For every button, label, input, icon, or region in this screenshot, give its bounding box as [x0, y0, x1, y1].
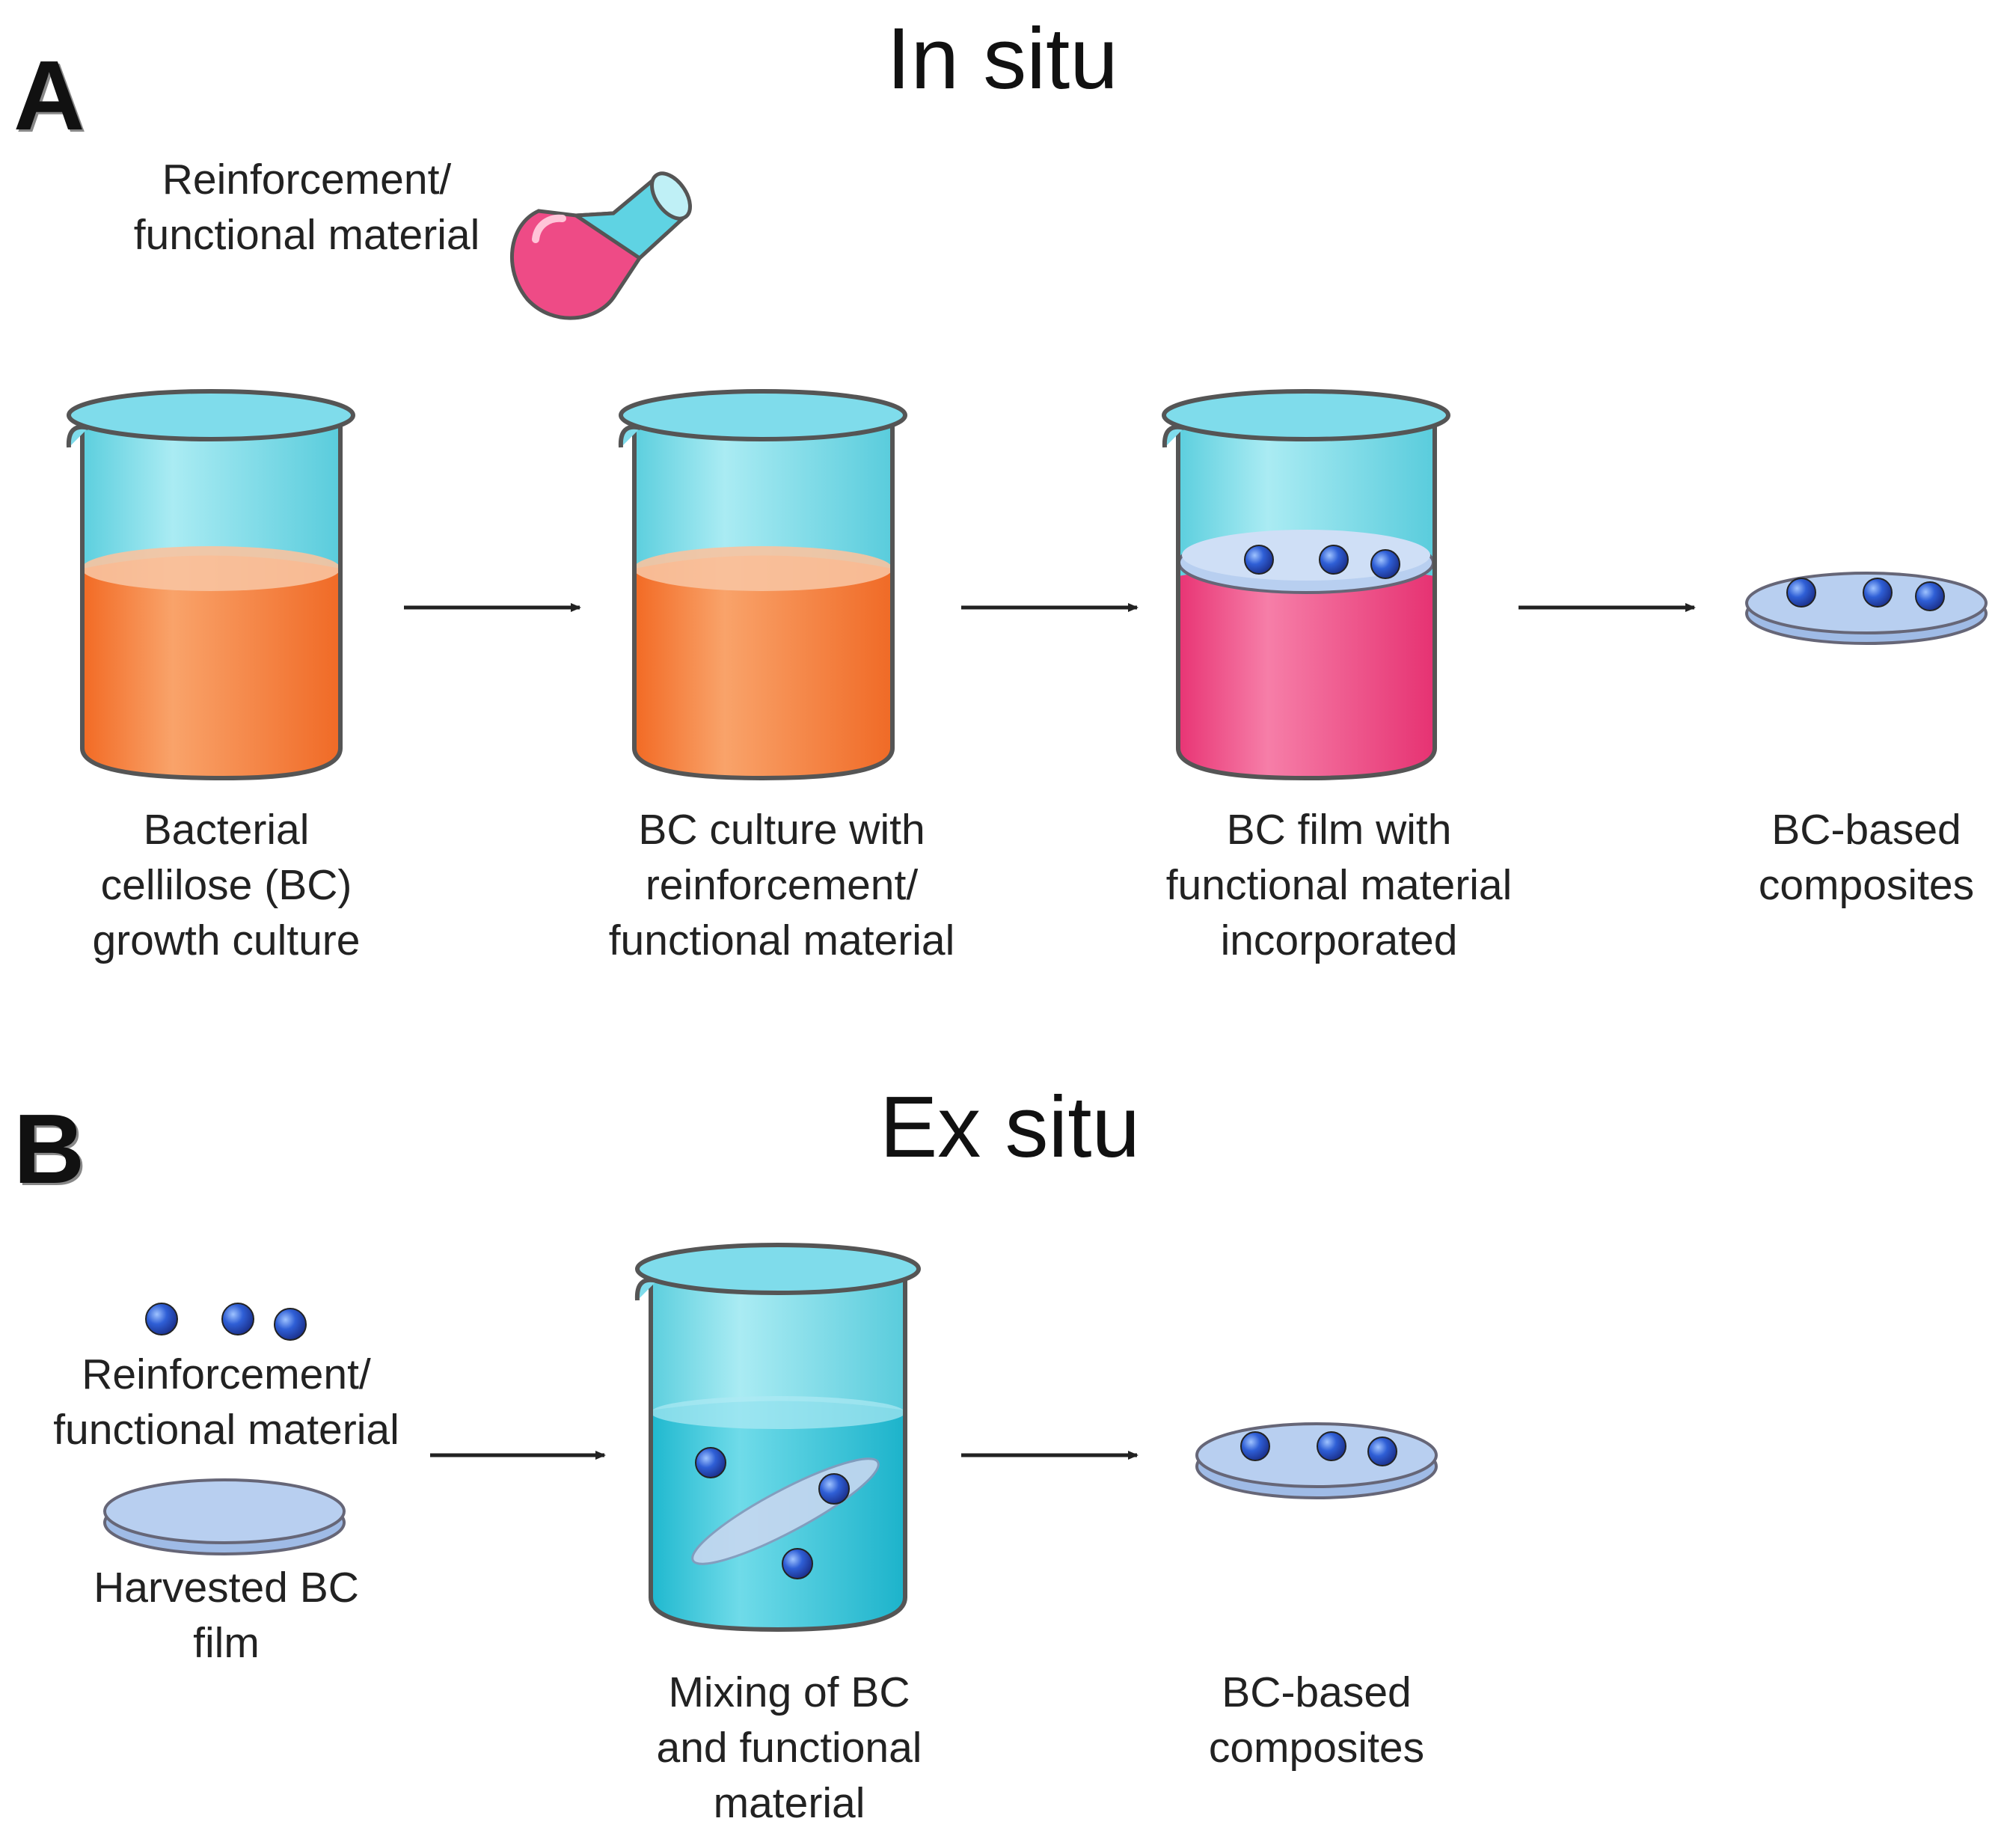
step-label: BC-based composites [1182, 1665, 1451, 1775]
step-label-line: BC film with [1226, 806, 1452, 854]
step-label: Mixing of BC and functional material [595, 1665, 984, 1831]
additive-label: Reinforcement/ functional material [15, 1347, 438, 1457]
particles-icon [145, 1303, 307, 1341]
step-label-line: functional material [1165, 861, 1513, 909]
composite-disc-icon [1745, 572, 1988, 645]
film-label-line: film [193, 1619, 260, 1667]
beaker-icon [66, 389, 355, 781]
step-label-line: material [713, 1779, 865, 1827]
beaker-icon [618, 389, 907, 781]
additive-label-line: Reinforcement/ [162, 156, 452, 204]
step-label: BC culture with reinforcement/ functiona… [572, 802, 991, 968]
film-disc-icon [103, 1478, 346, 1555]
step-label-line: functional material [608, 917, 955, 964]
step-label-line: growth culture [92, 917, 361, 964]
film-label: Harvested BC film [45, 1560, 408, 1671]
panel-a-title: In situ [886, 10, 1118, 107]
additive-label-line: Reinforcement/ [82, 1350, 371, 1398]
panel-b-letter: B [13, 1094, 85, 1204]
additive-label-line: functional material [133, 211, 480, 259]
step-label-line: composites [1208, 1724, 1425, 1772]
step-label-line: reinforcement/ [645, 861, 919, 909]
step-label: BC-based composites [1735, 802, 1997, 913]
step-label-line: BC-based [1771, 806, 1961, 854]
beaker-icon [634, 1243, 921, 1633]
step-label-line: and functional [656, 1724, 922, 1772]
composite-disc-icon [1195, 1422, 1438, 1499]
step-label-line: BC culture with [638, 806, 925, 854]
beaker-icon [1162, 389, 1450, 781]
panel-b-title: Ex situ [879, 1078, 1141, 1175]
additive-label-line: functional material [53, 1406, 399, 1454]
step-label-line: Mixing of BC [668, 1668, 910, 1716]
flask-icon [510, 171, 692, 320]
step-label: Bacterial cellilose (BC) growth culture [30, 802, 423, 968]
step-label: BC film with functional material incorpo… [1130, 802, 1548, 968]
film-label-line: Harvested BC [94, 1564, 359, 1612]
step-label-line: incorporated [1220, 917, 1458, 964]
additive-label: Reinforcement/ functional material [97, 152, 516, 263]
step-label-line: Bacterial [143, 806, 310, 854]
step-label-line: BC-based [1222, 1668, 1412, 1716]
step-label-line: composites [1758, 861, 1975, 909]
step-label-line: cellilose (BC) [100, 861, 352, 909]
panel-a-letter: A [13, 40, 85, 150]
